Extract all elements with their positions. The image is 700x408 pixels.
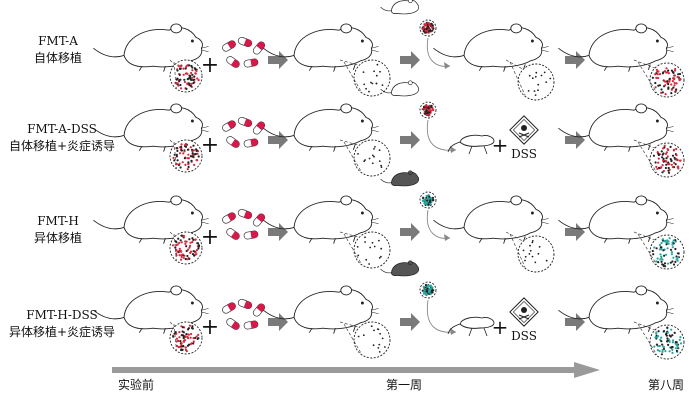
dss-icon: [509, 115, 539, 145]
plus-sign: +: [492, 133, 509, 157]
capsules-icon: [220, 115, 267, 150]
group-desc: 自体移植+炎症诱导: [8, 139, 116, 153]
step-arrow: [400, 131, 420, 149]
gut-flora-circle: [649, 142, 685, 178]
mouse-icon: [557, 285, 675, 335]
gut-flora-circle: [517, 235, 555, 273]
gut-flora-circle: [169, 231, 203, 265]
step-arrow: [565, 313, 585, 331]
gut-flora-circle: [353, 231, 391, 269]
group-desc: 异体移植+炎症诱导: [8, 325, 116, 339]
plus-sign: +: [201, 315, 219, 340]
gut-flora-circle: [353, 59, 391, 97]
donor-mouse-icon: [380, 0, 420, 15]
gut-flora-circle: [353, 321, 391, 359]
dss-label: DSS: [511, 329, 537, 343]
gut-flora-circle: [517, 63, 555, 101]
group-label-fmt-a: FMT-A 自体移植: [0, 33, 118, 67]
transfer-arrow: [426, 37, 451, 69]
transfer-arrow: [426, 299, 457, 335]
mouse-icon: [557, 103, 675, 153]
donor-flora-circle: [419, 191, 437, 209]
timeline-end-label: 第八周: [648, 378, 685, 392]
step-arrow: [268, 313, 288, 331]
group-code: FMT-A: [38, 34, 78, 48]
plus-sign: +: [201, 225, 219, 250]
transfer-arrow: [426, 209, 451, 241]
plus-sign: +: [201, 133, 219, 158]
step-arrow: [268, 131, 288, 149]
mouse-icon: [447, 316, 495, 337]
transfer-arrow: [426, 119, 457, 153]
plus-sign: +: [492, 315, 509, 339]
capsules-icon: [220, 35, 267, 70]
capsules-icon: [220, 207, 267, 242]
gut-flora-circle: [353, 139, 391, 177]
group-code: FMT-H: [37, 214, 79, 228]
timeline-middle-label: 第一周: [386, 378, 423, 392]
group-desc: 自体移植: [33, 51, 82, 65]
donor-mouse-icon: [380, 260, 420, 277]
gut-flora-circle: [649, 62, 685, 98]
group-label-fmt-h: FMT-H 异体移植: [0, 213, 118, 247]
mouse-icon: [447, 134, 495, 155]
step-arrow: [400, 313, 420, 331]
dss-icon: [509, 297, 539, 327]
donor-flora-circle: [419, 101, 437, 119]
step-arrow: [400, 223, 420, 241]
donor-flora-circle: [419, 19, 437, 37]
step-arrow: [565, 223, 585, 241]
group-desc: 异体移植: [33, 231, 82, 245]
mouse-icon: [432, 23, 550, 73]
step-arrow: [565, 51, 585, 69]
step-arrow: [400, 51, 420, 69]
mouse-icon: [557, 195, 675, 245]
donor-flora-circle: [419, 281, 437, 299]
capsules-icon: [220, 297, 267, 332]
gut-flora-circle: [169, 321, 203, 355]
group-code: FMT-A-DSS: [27, 122, 97, 136]
mouse-icon: [557, 23, 675, 73]
step-arrow: [268, 223, 288, 241]
plus-sign: +: [201, 53, 219, 78]
step-arrow: [268, 51, 288, 69]
mouse-icon: [432, 195, 550, 245]
gut-flora-circle: [649, 324, 685, 360]
gut-flora-circle: [649, 234, 685, 270]
timeline-arrow: [112, 362, 600, 378]
dss-label: DSS: [511, 147, 537, 161]
group-label-fmt-h-dss: FMT-H-DSS 异体移植+炎症诱导: [2, 307, 122, 341]
gut-flora-circle: [169, 139, 203, 173]
donor-mouse-icon: [380, 170, 420, 187]
group-label-fmt-a-dss: FMT-A-DSS 自体移植+炎症诱导: [2, 121, 122, 155]
step-arrow: [565, 131, 585, 149]
group-code: FMT-H-DSS: [26, 308, 98, 322]
timeline-start-label: 实验前: [118, 378, 155, 392]
